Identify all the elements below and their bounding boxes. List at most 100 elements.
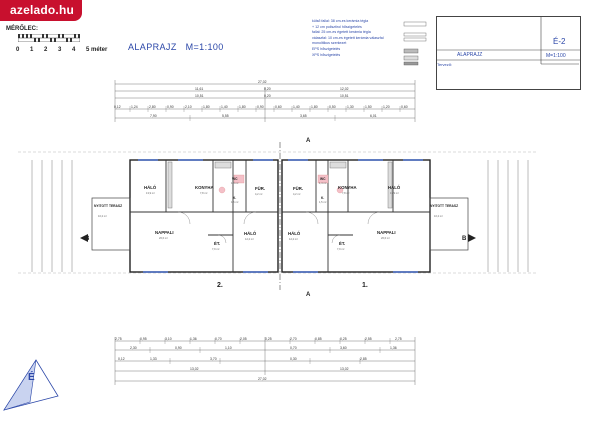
section-mark-b: B — [85, 236, 90, 242]
material-legend: külső fallal: 38 cm-es kerámia tégla + 1… — [312, 19, 430, 58]
room-area: 26,6 m² — [159, 237, 168, 240]
dimension: 3,65 — [300, 114, 307, 118]
room-name: HÁLÓ — [388, 185, 401, 190]
legend-line: XPS hőszigetelés — [312, 52, 341, 57]
dimension: 0,12 — [118, 357, 125, 361]
dimension-overall: 27,02 — [258, 80, 267, 84]
sheet-name: ALAPRAJZ — [457, 52, 483, 58]
plan-title: ALAPRAJZ M=1:100 — [128, 42, 224, 52]
dimension: 3,60 — [340, 346, 347, 350]
legend-line: válaszfal: 10 cm-es égetett kerámia vála… — [312, 35, 384, 40]
room-area: 13,9 m² — [146, 192, 155, 195]
room-area: 1,4 m² — [231, 182, 239, 185]
dimension: 2,30 — [130, 346, 137, 350]
dimension: 2,55 — [365, 337, 372, 341]
dimension: 2,80 — [149, 105, 156, 109]
dimension: 1,33 — [150, 357, 157, 361]
dimension: 3,10 — [165, 337, 172, 341]
room-name: K. — [233, 196, 237, 200]
dimension: 2,05 — [240, 337, 247, 341]
room-name: ÉT. — [214, 241, 221, 246]
site-logo[interactable]: azelado.hu — [0, 0, 83, 21]
dimension: 1,80 — [203, 105, 210, 109]
room-name: WC — [320, 177, 326, 181]
dimension: 13,02 — [190, 367, 199, 371]
dimension: 0,95 — [140, 337, 147, 341]
room-area: 4,2 m² — [255, 193, 263, 196]
dimension: 2,75 — [115, 337, 122, 341]
section-mark-a: A — [306, 138, 311, 144]
legend-line: + 12 cm polisztirol hőszigetelés — [312, 24, 362, 29]
title-block-grid — [436, 16, 581, 65]
dimension: 2,85 — [360, 357, 367, 361]
dimension: 1,80 — [239, 105, 246, 109]
scale-bar — [18, 34, 80, 42]
room-area: 1,4 m² — [319, 182, 327, 185]
unit-label: 1. — [362, 282, 368, 289]
scale-number: 2 — [44, 47, 48, 53]
room-name: KONYHA — [338, 185, 357, 190]
dimension: 2,75 — [395, 337, 402, 341]
dimension: 0,50 — [329, 105, 336, 109]
dimension: 1,40 — [221, 105, 228, 109]
dimension: 13,02 — [340, 367, 349, 371]
dimension: 2,10 — [185, 105, 192, 109]
dimension: 11,61 — [195, 87, 204, 91]
dimension: 1,50 — [365, 105, 372, 109]
sheet-number: É-2 — [553, 37, 566, 46]
room-name: HÁLÓ — [244, 231, 257, 236]
scale-number: 3 — [58, 47, 62, 53]
scale-number: 0 — [16, 47, 20, 53]
room-area: 7,9 m² — [337, 248, 345, 251]
dimension: 0,20 — [264, 94, 271, 98]
room-area: 10,2 m² — [434, 215, 443, 218]
room-name: WC — [232, 177, 238, 181]
dimension: 1,36 — [390, 346, 397, 350]
room-area: 13,9 m² — [390, 192, 399, 195]
room-name: KONYHA — [195, 185, 214, 190]
room-name: NAPPALI — [155, 230, 174, 235]
dimension: 6,01 — [370, 114, 377, 118]
sheet-scale: M=1:100 — [546, 53, 566, 59]
room-name: FÜR. — [293, 186, 304, 191]
dimension: 1,10 — [225, 346, 232, 350]
legend-line: külső fallal: 38 cm-es kerámia tégla — [312, 19, 369, 23]
dimension: 0,60 — [401, 105, 408, 109]
dimension: 1,40 — [293, 105, 300, 109]
room-area: 12,2 m² — [245, 238, 254, 241]
dimension: 1,36 — [190, 337, 197, 341]
dimension: 1,24 — [131, 105, 138, 109]
dimension: 1,30 — [347, 105, 354, 109]
top-dimension-lines — [114, 80, 416, 122]
dimension: 3,70 — [210, 357, 217, 361]
dimension: 0,90 — [175, 346, 182, 350]
dimension: 5,55 — [222, 114, 229, 118]
legend-line: EPS hőszigetelés — [312, 46, 341, 51]
north-arrow-icon — [3, 359, 59, 411]
dimension: 0,30 — [290, 357, 297, 361]
room-area: 1,5 m² — [231, 201, 239, 204]
north-letter: É — [28, 372, 35, 383]
dimension-overall: 27,02 — [258, 377, 267, 381]
dimension: 7,90 — [150, 114, 157, 118]
dimension: 2,70 — [290, 337, 297, 341]
bottom-dimension-lines — [114, 337, 416, 385]
room-name: NAPPALI — [377, 230, 396, 235]
room-area: 1,5 m² — [319, 201, 327, 204]
scale-number: 5 méter — [86, 47, 108, 53]
dimension: 1,20 — [383, 105, 390, 109]
room-area: 10,2 m² — [98, 215, 107, 218]
room-name: ÉT. — [339, 241, 346, 246]
dimension: 0,90 — [257, 105, 264, 109]
room-name: FÜR. — [255, 186, 266, 191]
scale-number: 4 — [72, 47, 76, 53]
dimension: 0,12 — [114, 105, 121, 109]
dimension: 0,25 — [340, 337, 347, 341]
dimension: 0,90 — [167, 105, 174, 109]
room-name: HÁLÓ — [144, 185, 157, 190]
dimension: 0,70 — [290, 346, 297, 350]
section-mark-a: A — [306, 292, 311, 298]
section-mark-b: B — [462, 236, 467, 242]
room-area: 7,8 m² — [200, 192, 208, 195]
dimension: 0,20 — [264, 87, 271, 91]
